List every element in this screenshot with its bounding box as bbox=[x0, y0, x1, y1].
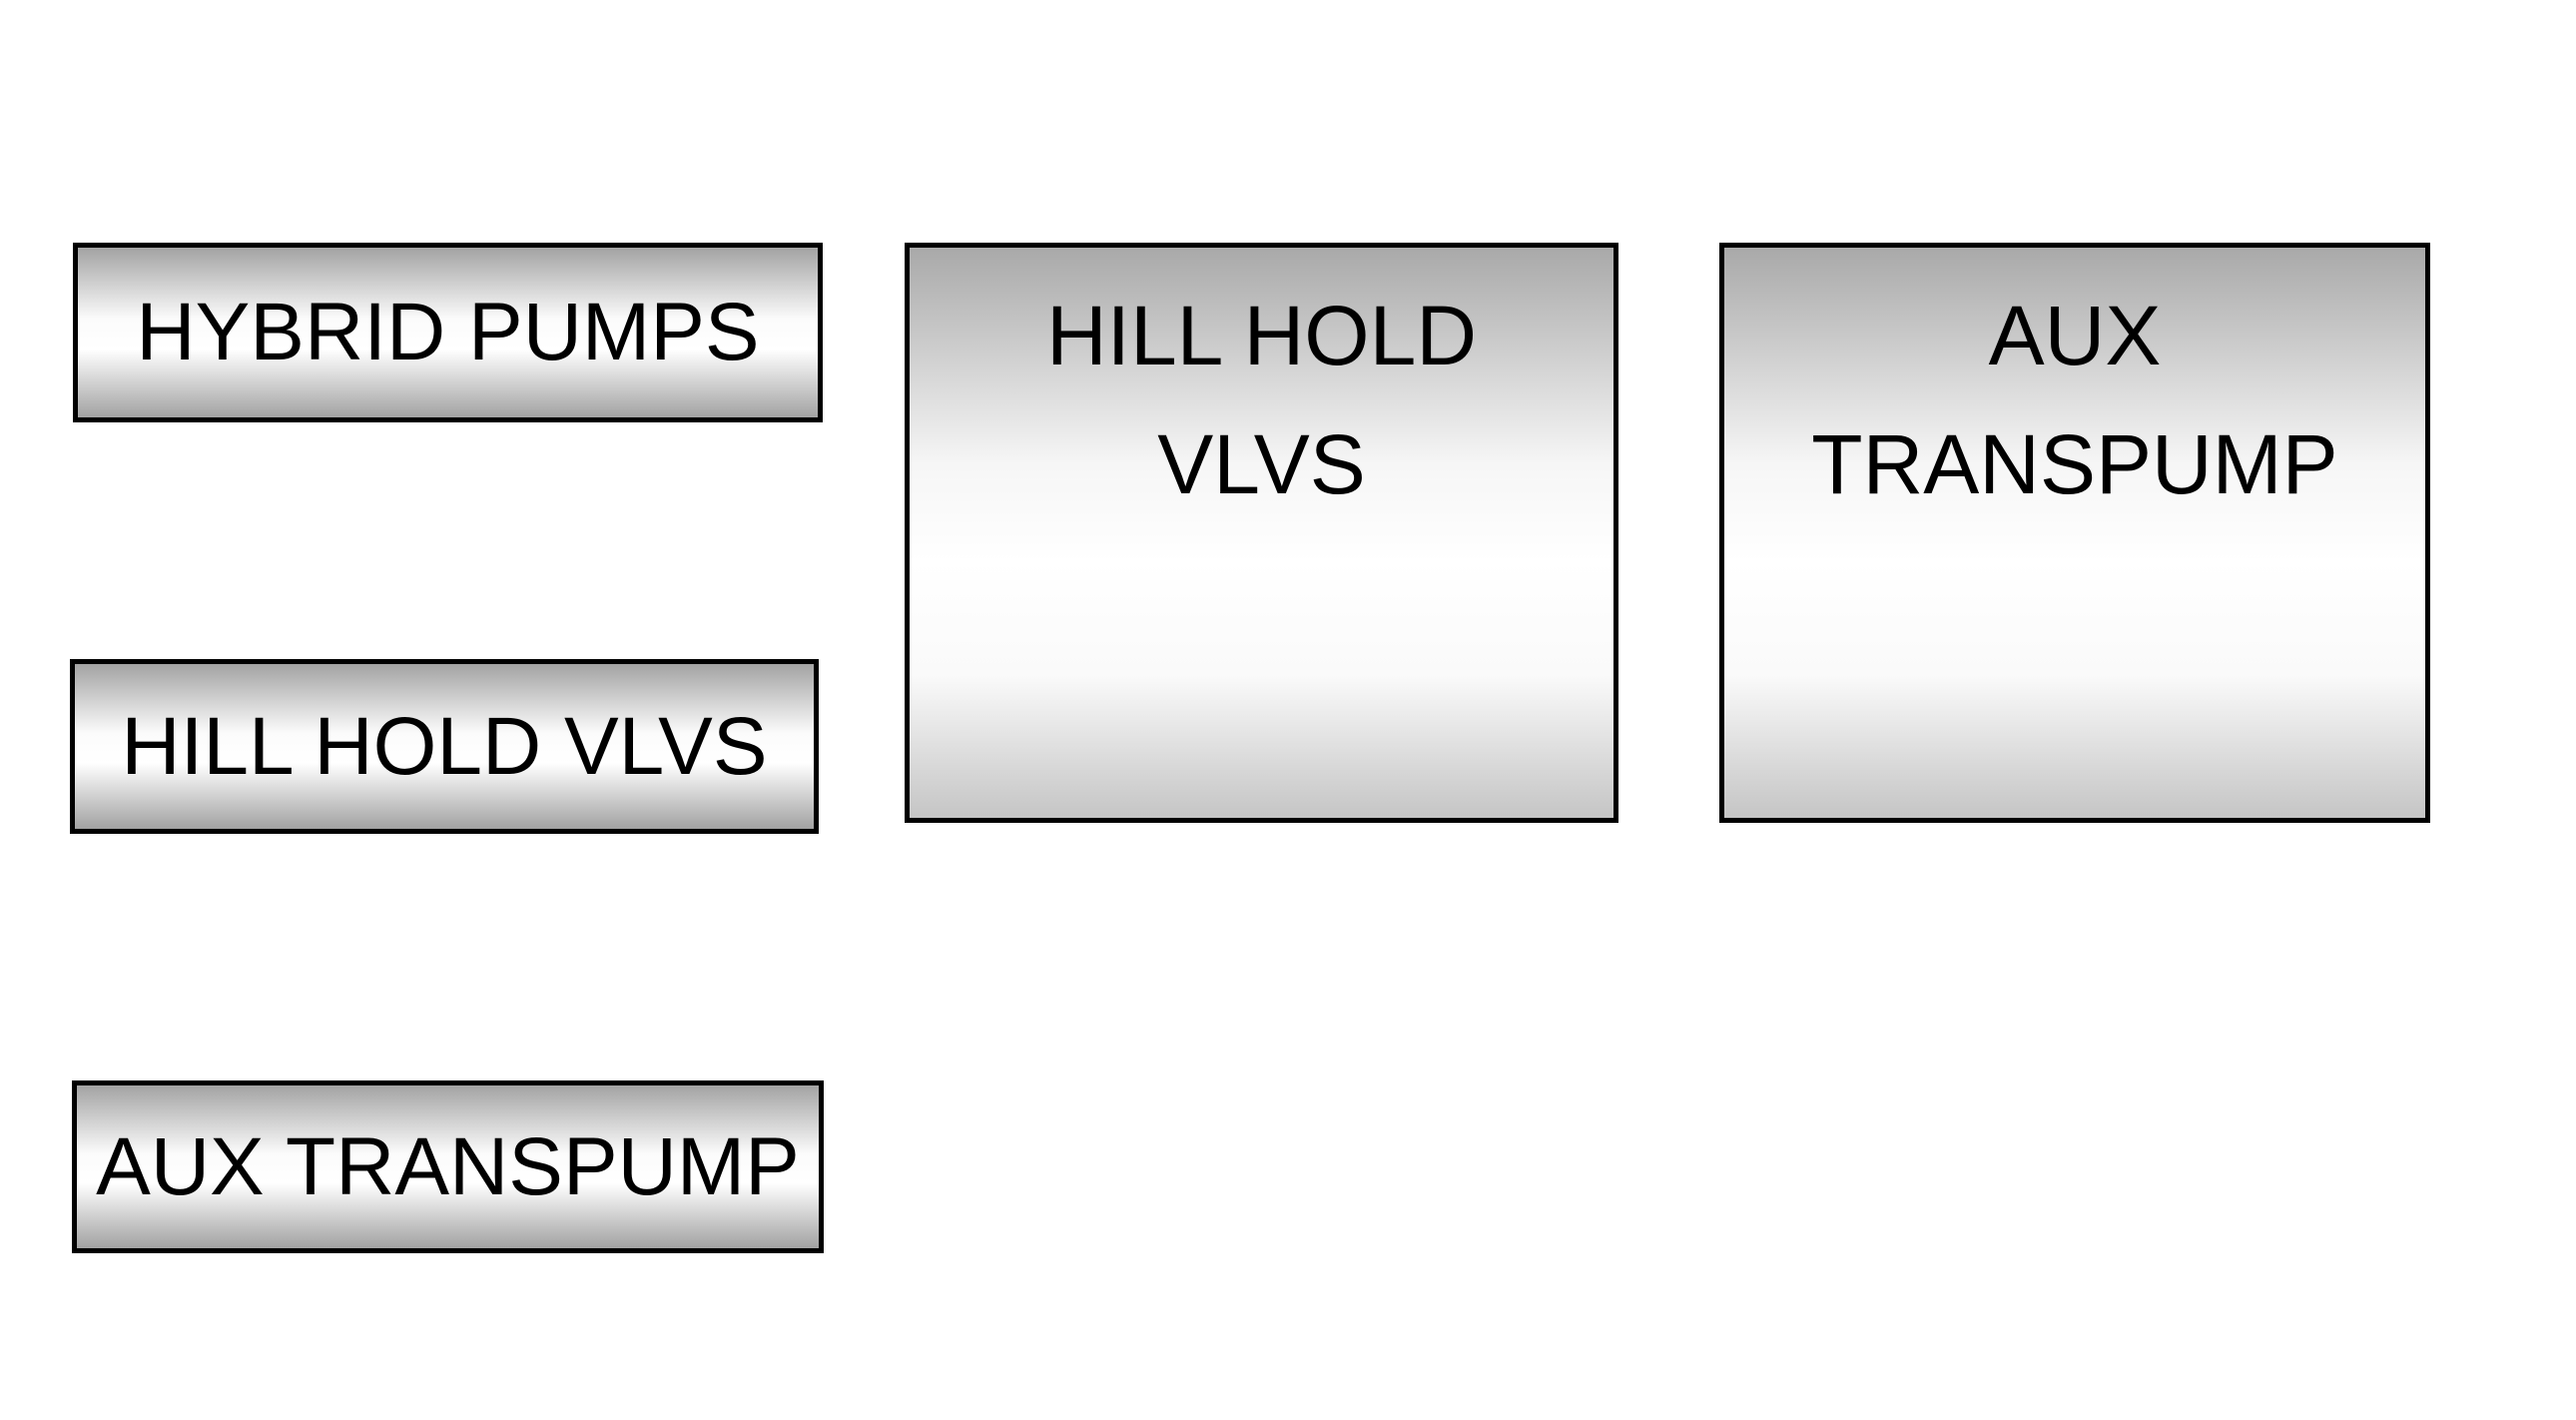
hill-hold-vlvs-panel-line1: HILL HOLD bbox=[1045, 289, 1478, 382]
hybrid-pumps-button[interactable]: HYBRID PUMPS bbox=[73, 243, 823, 422]
hill-hold-vlvs-panel-line2: VLVS bbox=[1157, 417, 1366, 511]
hill-hold-vlvs-panel[interactable]: HILL HOLD VLVS bbox=[905, 243, 1618, 823]
aux-transpump-button[interactable]: AUX TRANSPUMP bbox=[72, 1080, 824, 1253]
aux-transpump-panel-line1: AUX bbox=[1988, 289, 2162, 382]
hill-hold-vlvs-button-label: HILL HOLD VLVS bbox=[121, 700, 768, 792]
hill-hold-vlvs-button[interactable]: HILL HOLD VLVS bbox=[70, 659, 819, 834]
aux-transpump-panel[interactable]: AUX TRANSPUMP bbox=[1719, 243, 2430, 823]
hybrid-pumps-button-label: HYBRID PUMPS bbox=[136, 287, 760, 377]
aux-transpump-button-label: AUX TRANSPUMP bbox=[96, 1120, 800, 1212]
aux-transpump-panel-line2: TRANSPUMP bbox=[1811, 417, 2338, 511]
